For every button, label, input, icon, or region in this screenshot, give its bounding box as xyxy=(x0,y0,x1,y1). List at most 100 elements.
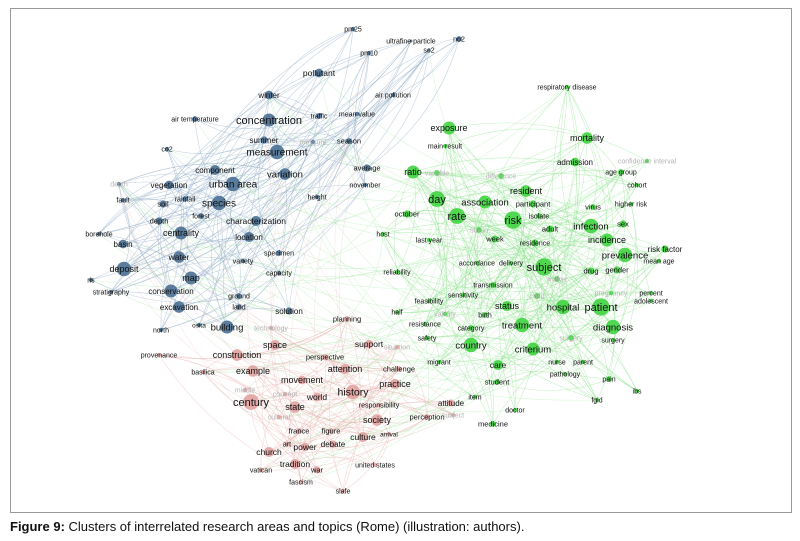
edge xyxy=(452,215,472,329)
blue-node xyxy=(192,116,198,122)
edge xyxy=(168,151,278,186)
blue-node xyxy=(184,271,198,285)
node-label: feasibility xyxy=(415,298,444,305)
node-label: week xyxy=(485,235,504,244)
node-label: gender xyxy=(605,266,629,275)
edge xyxy=(582,260,660,363)
edge xyxy=(160,198,189,331)
node-label: risk xyxy=(504,215,522,227)
green-node xyxy=(554,276,560,282)
edge xyxy=(300,324,523,483)
node-label: war xyxy=(310,466,324,475)
blue-node xyxy=(196,322,202,328)
edge xyxy=(497,278,558,366)
edge xyxy=(374,433,390,466)
red-node xyxy=(263,446,275,458)
node-label: pregnancy xyxy=(595,290,628,297)
edge xyxy=(412,157,638,186)
edge xyxy=(158,354,364,438)
green-node xyxy=(474,260,480,266)
edge xyxy=(492,239,608,286)
edge xyxy=(162,203,240,297)
node-label: vatican xyxy=(250,467,272,474)
edge xyxy=(521,300,652,328)
node-label: cultural xyxy=(268,414,291,421)
node-label: respiratory disease xyxy=(537,84,596,91)
green-node xyxy=(422,321,428,327)
edge xyxy=(198,202,223,326)
edge xyxy=(110,113,358,293)
edge xyxy=(118,183,200,326)
red-node xyxy=(322,354,328,360)
green-node xyxy=(613,266,621,274)
green-node xyxy=(463,337,479,353)
edge xyxy=(428,295,538,309)
green-node xyxy=(520,185,532,197)
edge xyxy=(382,233,598,401)
red-node xyxy=(312,392,322,402)
edge xyxy=(590,225,616,380)
edge xyxy=(304,446,376,466)
blue-node xyxy=(390,92,396,98)
green-node xyxy=(380,231,386,237)
edge xyxy=(190,277,446,323)
green-node xyxy=(555,299,571,315)
edge xyxy=(268,28,354,96)
edge xyxy=(484,299,602,316)
blue-node xyxy=(173,301,185,313)
edge xyxy=(396,127,452,348)
blue-node xyxy=(236,293,242,299)
edge xyxy=(252,370,332,432)
edge xyxy=(478,229,491,316)
red-node xyxy=(282,391,288,397)
edge xyxy=(586,137,597,208)
edge xyxy=(248,86,568,238)
node-label: church xyxy=(256,447,282,457)
edge xyxy=(122,199,364,438)
blue-node xyxy=(276,250,282,256)
node-label: main result xyxy=(428,143,462,150)
edge xyxy=(276,94,394,153)
red-node xyxy=(289,401,301,413)
edge xyxy=(428,300,610,380)
edge xyxy=(462,238,496,296)
green-node xyxy=(472,394,478,400)
edge xyxy=(456,215,592,272)
node-label: criterium xyxy=(515,344,552,355)
node-label: history xyxy=(338,387,370,399)
node-label: medicine xyxy=(478,420,508,429)
green-node xyxy=(482,312,488,318)
edge xyxy=(260,430,300,471)
edge xyxy=(122,243,240,308)
edge xyxy=(270,140,350,329)
blue-node xyxy=(276,270,282,276)
node-label: delivery xyxy=(499,260,524,267)
node-label: resistance xyxy=(409,321,441,328)
green-node xyxy=(546,225,554,233)
node-label: category xyxy=(458,325,485,332)
edge xyxy=(214,139,265,171)
edge xyxy=(122,151,278,201)
edge xyxy=(470,314,614,329)
red-node xyxy=(243,394,259,410)
edge xyxy=(444,145,545,268)
node-label: parent xyxy=(573,359,593,366)
edge xyxy=(354,52,370,186)
edge xyxy=(180,232,240,297)
edge xyxy=(122,199,494,290)
edge xyxy=(184,119,270,200)
edge xyxy=(304,419,378,448)
node-label: state xyxy=(285,402,305,412)
green-node xyxy=(498,173,504,179)
node-label: sex xyxy=(617,220,629,229)
edge xyxy=(242,49,430,262)
edge xyxy=(236,354,300,432)
edge xyxy=(362,381,498,438)
green-node xyxy=(617,247,633,263)
node-label: variety xyxy=(233,258,254,265)
node-label: day xyxy=(428,194,446,206)
edge xyxy=(428,239,464,296)
edge xyxy=(406,172,438,215)
edge xyxy=(268,119,476,398)
